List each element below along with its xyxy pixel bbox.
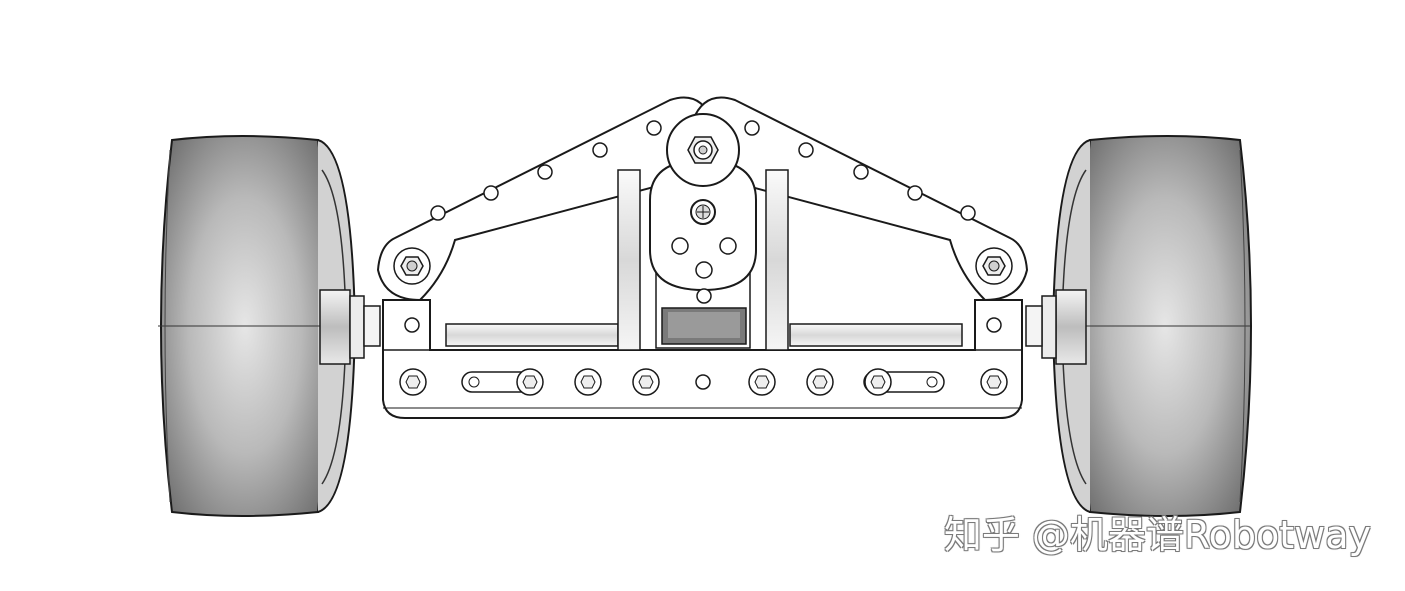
screw-3 <box>574 368 602 396</box>
screw-1 <box>399 368 427 396</box>
cross-rods <box>445 323 963 347</box>
right-rocker-link <box>692 96 1029 302</box>
left-hub <box>319 289 381 365</box>
link-holes <box>404 120 1002 390</box>
screw-2 <box>516 368 544 396</box>
base-screws <box>399 368 1008 396</box>
screw-7 <box>864 368 892 396</box>
right-pivot-nut <box>975 247 1013 285</box>
left-pivot-nut <box>393 247 431 285</box>
watermark-text: 知乎 @机器谱Robotway <box>943 513 1371 557</box>
base-plate <box>382 299 1023 419</box>
screw-4 <box>632 368 660 396</box>
right-hub <box>1025 289 1087 365</box>
screw-8 <box>980 368 1008 396</box>
left-wheel <box>158 135 357 517</box>
screw-5 <box>748 368 776 396</box>
screw-6 <box>806 368 834 396</box>
center-pivot <box>666 113 740 187</box>
vertical-posts <box>617 169 789 351</box>
